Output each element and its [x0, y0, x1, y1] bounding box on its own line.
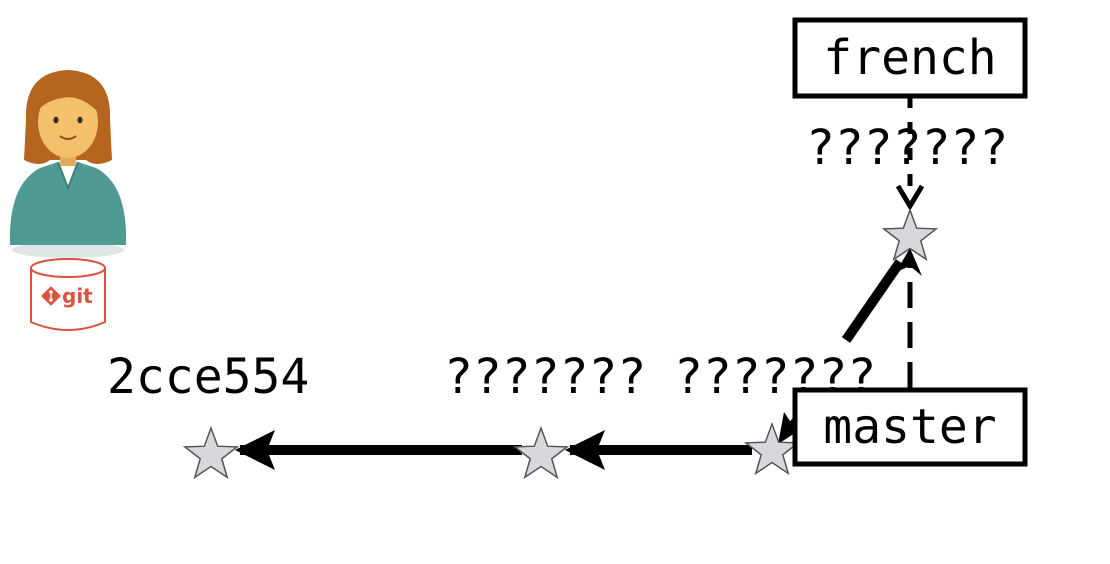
branch-name-french: french [823, 30, 996, 86]
parent-arrowhead-second [565, 430, 605, 470]
commit-star-first [182, 425, 240, 480]
branch-label-french: french [792, 17, 1028, 99]
commit-hash-first: 2cce554 [107, 349, 309, 405]
commit-star-third [743, 421, 801, 476]
commit-star-french-tip [881, 207, 939, 262]
git-badge-text: git [62, 284, 93, 308]
parent-arrowhead-first [235, 430, 275, 470]
parent-arrowhead-third [778, 412, 806, 444]
parent-arrow-french-to-third [841, 259, 905, 343]
branch-name-master: master [823, 399, 996, 455]
commit-hash-french-tip: ??????? [806, 120, 1008, 176]
french-pointer-arrowhead [895, 184, 925, 211]
commit-hash-second: ??????? [444, 349, 646, 405]
user-avatar-icon [9, 70, 127, 258]
git-repository-icon: git [30, 258, 106, 331]
git-logo-icon [41, 286, 61, 306]
commit-star-second [512, 425, 570, 480]
branch-label-master: master [792, 387, 1028, 467]
